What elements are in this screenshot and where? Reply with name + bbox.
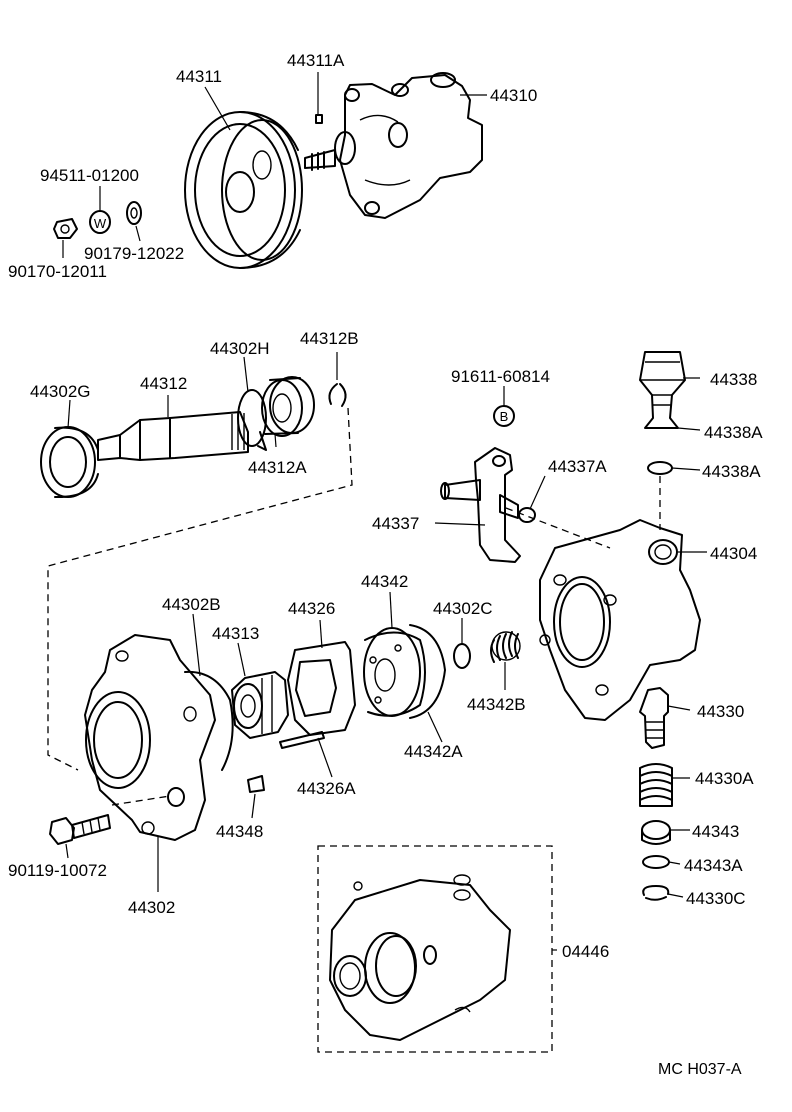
label-04446: 04446	[562, 942, 609, 961]
gasket-44302B	[184, 670, 234, 771]
o-ring-44302C	[453, 643, 471, 669]
gasket-44338A	[647, 461, 673, 475]
snap-ring-44312B	[328, 383, 347, 407]
label-44312A: 44312A	[248, 458, 307, 477]
label-90179-12022: 90179-12022	[84, 244, 184, 263]
rotor-44313	[231, 671, 289, 739]
shaft-44312	[97, 411, 249, 461]
label-44338: 44338	[710, 370, 757, 389]
rear-housing-44302	[84, 634, 216, 841]
alignment-lines	[47, 407, 661, 806]
label-90119-10072: 90119-10072	[8, 861, 107, 880]
union-44338	[639, 351, 686, 429]
label-44302H: 44302H	[210, 339, 270, 358]
bolt-90119-10072	[49, 814, 111, 845]
label-44313: 44313	[212, 624, 259, 643]
label-44337A: 44337A	[548, 457, 607, 476]
label-90170-12011: 90170-12011	[8, 262, 107, 281]
label-44342: 44342	[361, 572, 408, 591]
label-44330C: 44330C	[686, 889, 746, 908]
label-44338A-top: 44338A	[704, 423, 763, 442]
label-44326: 44326	[288, 599, 335, 618]
label-44343: 44343	[692, 822, 739, 841]
kit-04446	[317, 845, 553, 1053]
oil-seal-44302G	[40, 426, 99, 499]
bearing-44312A	[261, 376, 315, 437]
label-94511-01200: 94511-01200	[40, 166, 139, 185]
nut-90170-12011	[53, 218, 78, 239]
snap-ring-44302H	[237, 389, 267, 451]
front-housing-44304	[539, 519, 701, 721]
pressure-plate-44342	[363, 627, 426, 717]
gasket-44342A	[409, 624, 446, 719]
washer-90179-12022	[126, 201, 142, 225]
spring-44342B	[490, 631, 521, 663]
key-44311A	[315, 114, 323, 124]
label-44330: 44330	[697, 702, 744, 721]
label-44310: 44310	[490, 86, 537, 105]
label-44302C: 44302C	[433, 599, 493, 618]
label-44302B: 44302B	[162, 595, 221, 614]
vane-44348	[247, 775, 265, 793]
washer-94511-01200: W	[89, 210, 111, 234]
valve-44330	[639, 687, 669, 749]
svg-text:B: B	[500, 409, 509, 424]
label-44304: 44304	[710, 544, 757, 563]
cam-ring-44326	[287, 641, 356, 736]
label-44326A: 44326A	[297, 779, 356, 798]
label-44312: 44312	[140, 374, 187, 393]
label-44348: 44348	[216, 822, 263, 841]
label-44311: 44311	[176, 67, 222, 86]
plug-44343	[641, 820, 671, 845]
label-44302: 44302	[128, 898, 175, 917]
label-44312B: 44312B	[300, 329, 359, 348]
label-44342A: 44342A	[404, 742, 463, 761]
label-44338A-bottom: 44338A	[702, 462, 761, 481]
pulley-44311	[184, 111, 303, 269]
label-44302G: 44302G	[30, 382, 91, 401]
part-labels: 44311 44311A 44310 94511-01200 90179-120…	[8, 51, 763, 1078]
o-ring-44343A	[642, 855, 670, 869]
leader-lines	[62, 72, 707, 951]
label-44343A: 44343A	[684, 856, 743, 875]
snap-ring-44330C	[642, 885, 670, 901]
bracket-44337	[440, 447, 521, 563]
bolt-91611-60814: B	[493, 405, 515, 427]
label-44342B: 44342B	[467, 695, 526, 714]
diagram-reference-code: MC H037-A	[658, 1061, 742, 1078]
label-44330A: 44330A	[695, 769, 754, 788]
pump-body-44310	[304, 72, 483, 219]
o-ring-44337A	[518, 507, 536, 523]
label-44337: 44337	[372, 514, 419, 533]
pin-44326A	[279, 731, 325, 749]
label-44311A: 44311A	[287, 51, 345, 70]
label-91611-60814: 91611-60814	[451, 367, 550, 386]
spring-44330A	[639, 763, 673, 807]
svg-text:W: W	[94, 216, 107, 231]
